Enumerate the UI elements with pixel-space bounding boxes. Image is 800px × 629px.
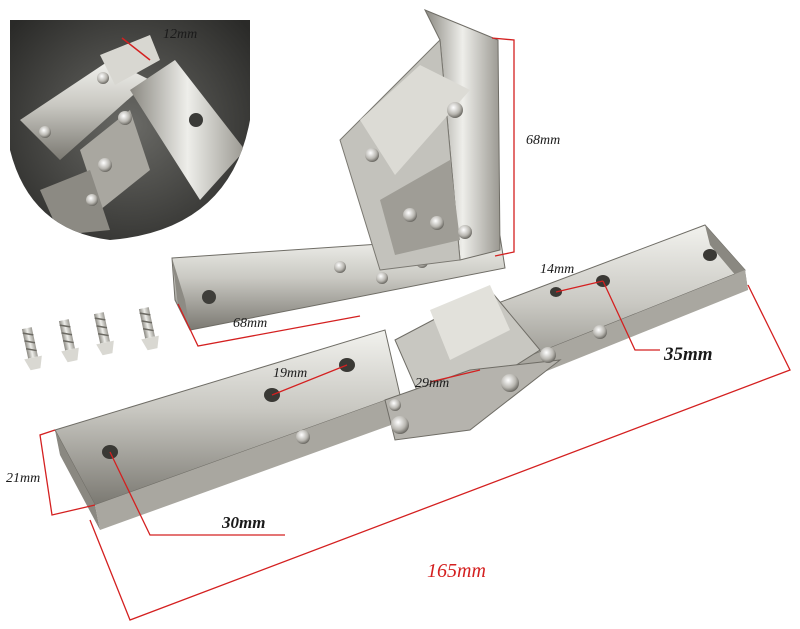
label-21mm: 21mm [6, 471, 41, 486]
label-30mm: 30mm [222, 513, 266, 532]
dimension-line-68mm-vertical [491, 37, 515, 257]
label-19mm: 19mm [273, 366, 308, 381]
dimension-line-68mm-horizontal [177, 303, 361, 347]
label-12mm: 12mm [163, 27, 198, 42]
dimension-lines-extended [39, 280, 791, 621]
extended-hinge [54, 224, 748, 530]
closeup-inset [10, 20, 250, 240]
label-165mm: 165mm [427, 560, 486, 582]
dimension-line-12mm [121, 37, 151, 61]
label-29mm: 29mm [415, 376, 450, 391]
label-68mm-horizontal: 68mm [233, 316, 268, 331]
label-68mm-vertical: 68mm [526, 133, 561, 148]
label-14mm: 14mm [540, 262, 575, 277]
folded-hinge [171, 9, 506, 331]
screws [21, 307, 159, 371]
label-35mm: 35mm [664, 344, 713, 365]
